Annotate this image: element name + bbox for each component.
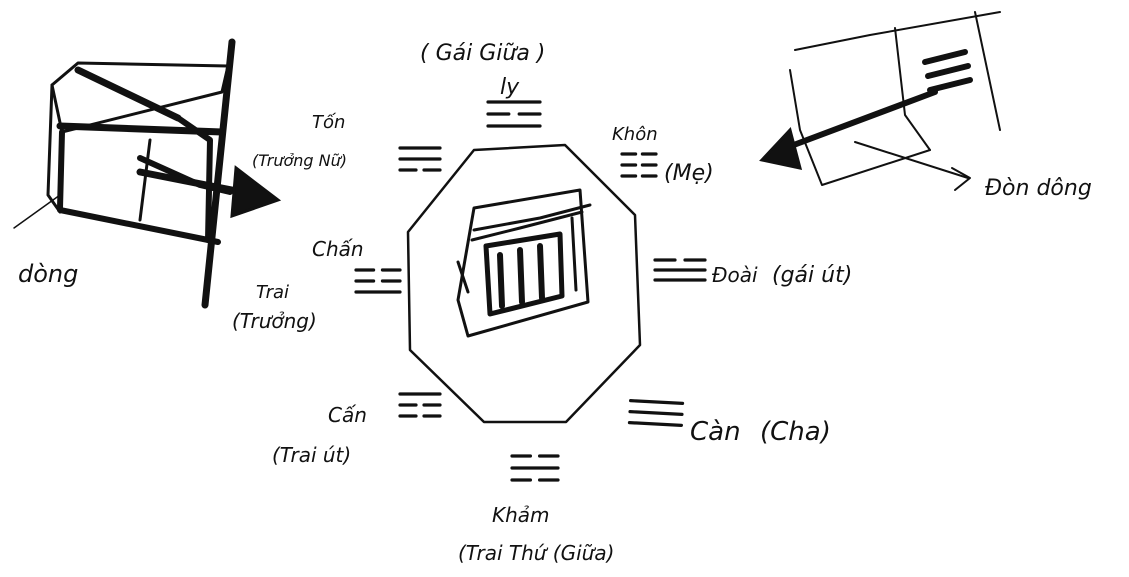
ton-trigram-icon [400,148,440,170]
kham-role-label: (Trai Thứ (Giữa) [458,541,614,565]
trigram-line [630,412,682,415]
can-small-trigram-icon [400,394,440,416]
ton-role-label: (Trưởng Nữ) [252,151,347,170]
doai-trigram-icon [655,260,705,280]
arrow-icon [762,92,970,190]
roof-beam-icon [790,12,1000,185]
doai-name-label: Đoài [712,263,758,287]
ly-role-label: ( Gái Giữa ) [420,41,545,66]
can-name-label: Càn [690,417,741,447]
can-small-name-label: Cấn [328,403,367,427]
ton-name-label: Tốn [312,112,345,133]
ly-trigram-icon [488,102,540,126]
kham-name-label: Khảm [492,503,550,527]
house-icon [458,190,590,336]
can-trigram-icon [629,401,682,426]
chan-name-label: Chấn [312,237,364,261]
kham-trigram-icon [512,456,558,480]
chan-trigram-icon [356,270,400,292]
ly-name-label: ly [500,75,520,100]
khon-trigram-icon [622,154,656,176]
can-small-role-label: (Trai út) [272,443,351,467]
khon-role-label: (Mẹ) [664,161,714,186]
chan-role-label-1: Trai [256,282,289,303]
khon-name-label: Khôn [612,124,658,145]
trigram-line [631,401,683,404]
chan-role-label-2: (Trưởng) [232,309,317,333]
doai-role-label: (gái út) [772,263,852,288]
can-role-label: (Cha) [760,417,831,447]
left-beam-label: dòng [18,260,78,288]
trigram-line [629,423,681,426]
right-beam-label: Đòn dông [985,176,1092,201]
